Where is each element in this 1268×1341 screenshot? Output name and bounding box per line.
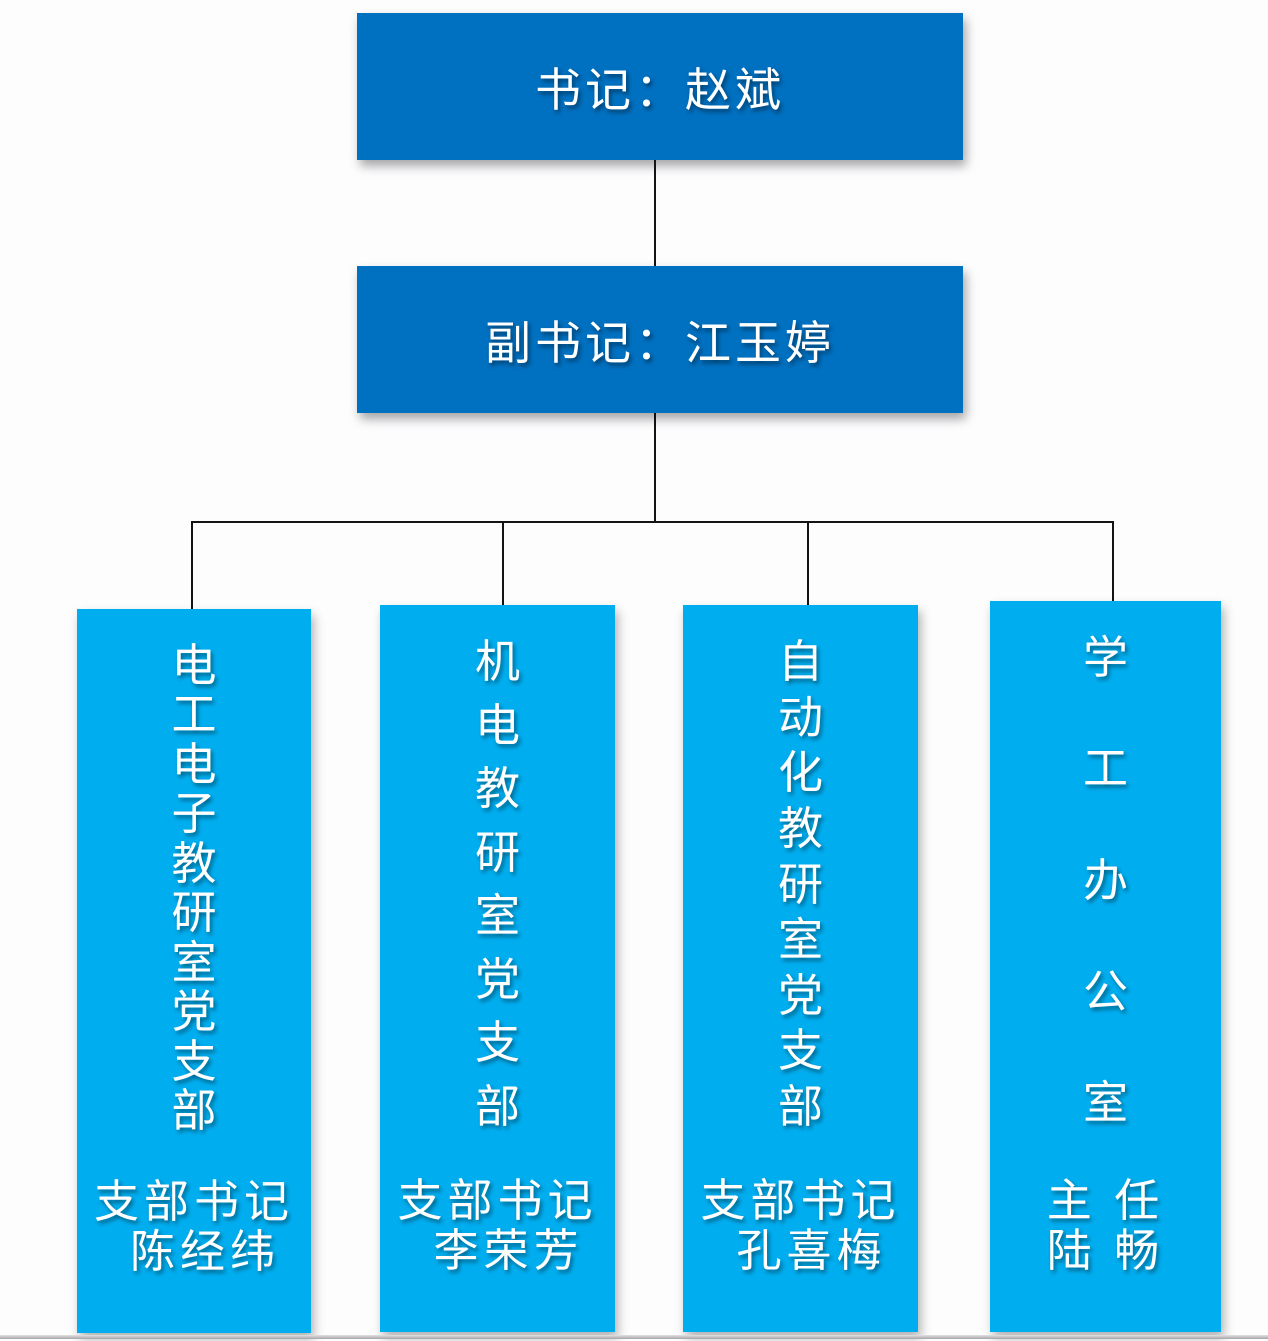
branch-vertical-title: 电工电子教研室党支部	[171, 640, 217, 1136]
branch-leader-name: 李荣芳	[433, 1225, 584, 1276]
branch-leader-title: 支部书记	[700, 1175, 901, 1226]
branch-vertical-title: 自动化教研室党支部	[777, 636, 823, 1132]
connector-drop-branch-2	[502, 521, 504, 607]
branch-leader-name: 孔喜梅	[736, 1225, 887, 1276]
branch-leader: 支部书记 陈经纬	[77, 1177, 311, 1277]
node-secretary-label: 书记：赵斌	[535, 63, 785, 116]
branch-node-xue-gong-ban: 学工办公室 主 任 陆 畅	[990, 601, 1221, 1332]
branch-leader-title: 支部书记	[93, 1176, 294, 1227]
branch-node-zi-dong-hua: 自动化教研室党支部 支部书记 孔喜梅	[683, 605, 918, 1332]
connector-root-to-deputy	[654, 160, 656, 266]
node-secretary: 书记：赵斌	[357, 13, 963, 160]
branch-leader-title: 主 任	[1046, 1175, 1165, 1226]
connector-deputy-to-bus	[654, 413, 656, 521]
page-bottom-divider	[0, 1335, 1268, 1339]
branch-leader-name: 陆 畅	[1046, 1225, 1165, 1276]
branch-node-dian-gong-dian-zi: 电工电子教研室党支部 支部书记 陈经纬	[77, 609, 311, 1333]
branch-leader: 主 任 陆 畅	[990, 1176, 1221, 1276]
branch-vertical-title: 学工办公室	[1082, 632, 1128, 1128]
branch-vertical-title: 机电教研室党支部	[474, 636, 520, 1132]
branch-leader-title: 支部书记	[397, 1175, 598, 1226]
branch-leader-name: 陈经纬	[129, 1226, 280, 1277]
node-deputy-secretary-label: 副书记：江玉婷	[485, 316, 835, 369]
branch-leader: 支部书记 孔喜梅	[683, 1176, 918, 1276]
connector-drop-branch-4	[1112, 521, 1114, 603]
branch-leader: 支部书记 李荣芳	[380, 1176, 615, 1276]
connector-horizontal-bus	[191, 521, 1114, 523]
connector-drop-branch-3	[807, 521, 809, 607]
node-deputy-secretary: 副书记：江玉婷	[357, 266, 963, 413]
branch-node-ji-dian: 机电教研室党支部 支部书记 李荣芳	[380, 605, 615, 1332]
connector-drop-branch-1	[191, 521, 193, 611]
